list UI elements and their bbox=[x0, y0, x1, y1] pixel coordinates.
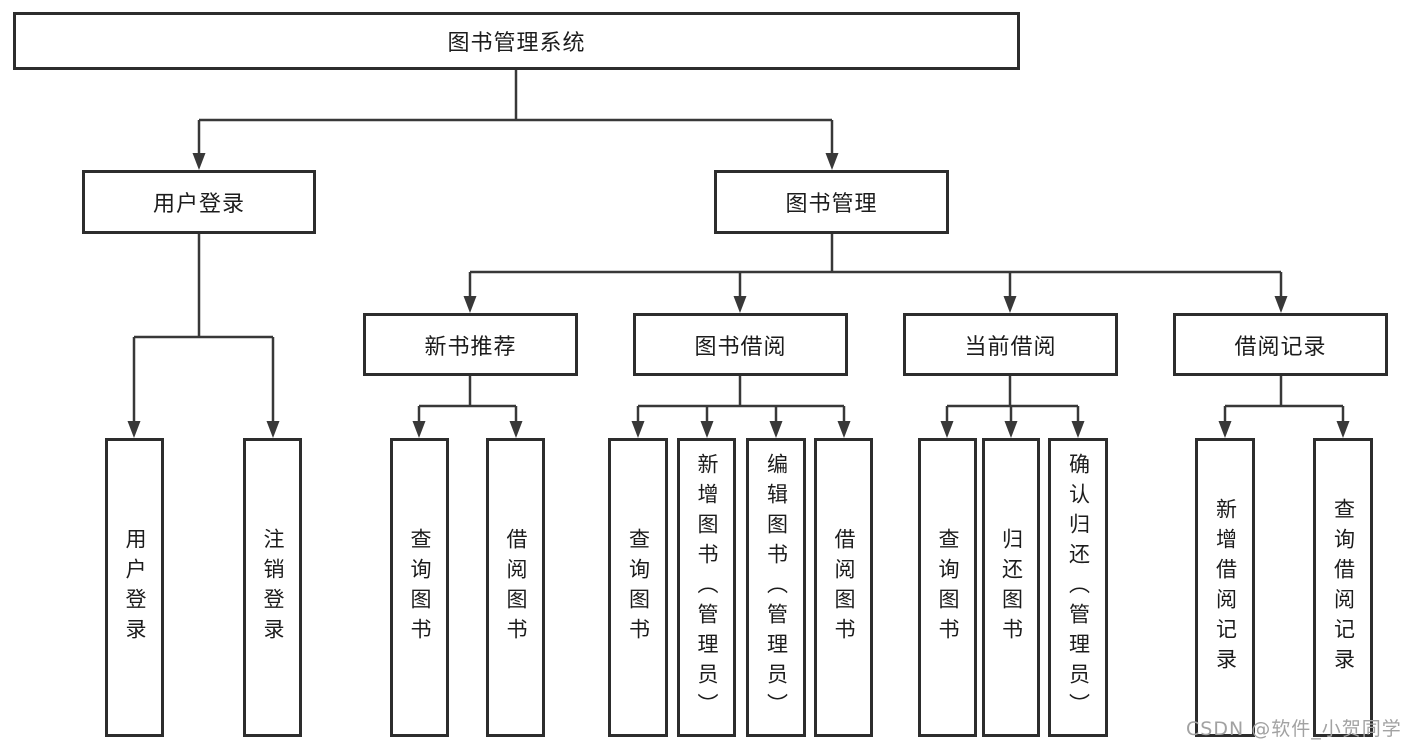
node-borrowing-records-label: 借阅记录 bbox=[1234, 334, 1327, 360]
node-book-management-label: 图书管理 bbox=[785, 192, 878, 217]
node-root: 图书管理系统 bbox=[13, 12, 1020, 70]
node-root-label: 图书管理系统 bbox=[447, 31, 586, 56]
leaf-borrowing-query-books-label: 查询图书 bbox=[626, 527, 651, 648]
leaf-user-login-label: 用户登录 bbox=[123, 527, 147, 648]
leaf-borrowing-borrow-books-label: 借阅图书 bbox=[832, 527, 856, 648]
leaf-add-books-admin-label: 新增图书（管理员） bbox=[695, 452, 719, 723]
leaf-newbook-borrow-books: 借阅图书 bbox=[486, 438, 545, 737]
leaf-add-borrow-record: 新增借阅记录 bbox=[1195, 438, 1255, 737]
leaf-confirm-return-admin-label: 确认归还（管理员） bbox=[1066, 452, 1091, 723]
leaf-current-query-books: 查询图书 bbox=[918, 438, 977, 737]
leaf-borrowing-query-books: 查询图书 bbox=[608, 438, 668, 737]
leaf-logout: 注销登录 bbox=[243, 438, 302, 737]
node-user-login: 用户登录 bbox=[82, 170, 316, 234]
leaf-user-login: 用户登录 bbox=[105, 438, 164, 737]
node-user-login-label: 用户登录 bbox=[152, 192, 245, 217]
leaf-borrowing-borrow-books: 借阅图书 bbox=[814, 438, 873, 737]
node-book-management: 图书管理 bbox=[714, 170, 949, 234]
leaf-query-borrow-record: 查询借阅记录 bbox=[1313, 438, 1373, 737]
leaf-return-books: 归还图书 bbox=[982, 438, 1040, 737]
leaf-add-books-admin: 新增图书（管理员） bbox=[677, 438, 736, 737]
leaf-confirm-return-admin: 确认归还（管理员） bbox=[1048, 438, 1108, 737]
leaf-add-borrow-record-label: 新增借阅记录 bbox=[1213, 497, 1238, 678]
node-new-book-recommend-label: 新书推荐 bbox=[424, 334, 517, 360]
leaf-return-books-label: 归还图书 bbox=[999, 527, 1024, 648]
leaf-query-borrow-record-label: 查询借阅记录 bbox=[1331, 497, 1356, 678]
node-current-borrowing-label: 当前借阅 bbox=[964, 334, 1057, 360]
leaf-newbook-query-books: 查询图书 bbox=[390, 438, 449, 737]
leaf-newbook-query-books-label: 查询图书 bbox=[408, 527, 432, 648]
node-book-borrowing-label: 图书借阅 bbox=[694, 334, 787, 360]
leaf-logout-label: 注销登录 bbox=[261, 527, 285, 648]
csdn-watermark: CSDN @软件_小贺同学 bbox=[1186, 718, 1402, 740]
node-current-borrowing: 当前借阅 bbox=[903, 313, 1118, 376]
node-new-book-recommend: 新书推荐 bbox=[363, 313, 578, 376]
leaf-newbook-borrow-books-label: 借阅图书 bbox=[504, 527, 528, 648]
node-borrowing-records: 借阅记录 bbox=[1173, 313, 1388, 376]
node-book-borrowing: 图书借阅 bbox=[633, 313, 848, 376]
leaf-current-query-books-label: 查询图书 bbox=[936, 527, 960, 648]
leaf-edit-books-admin: 编辑图书（管理员） bbox=[746, 438, 806, 737]
leaf-edit-books-admin-label: 编辑图书（管理员） bbox=[764, 452, 789, 723]
